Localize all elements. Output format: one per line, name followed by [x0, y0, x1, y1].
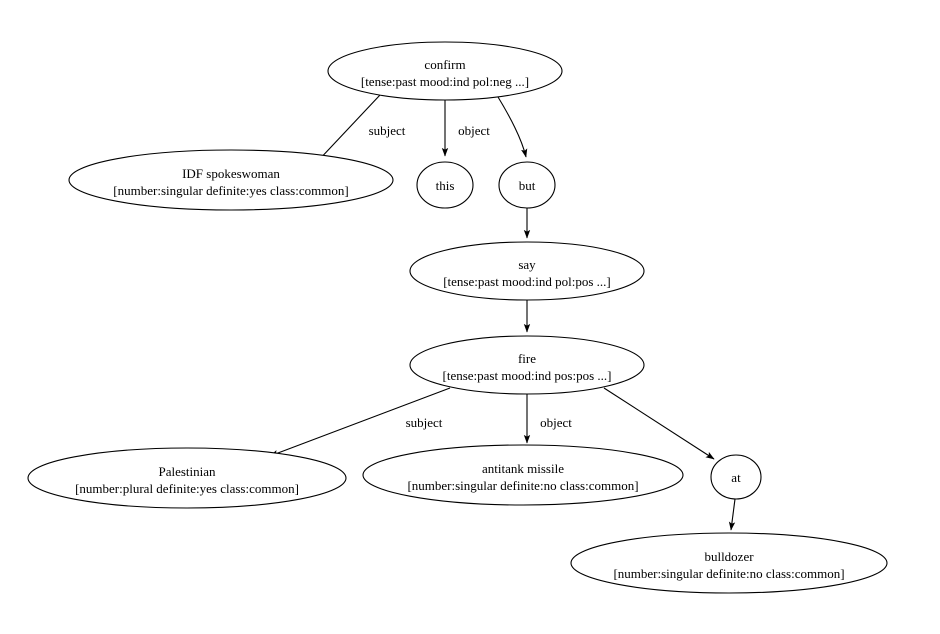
- graph-node-this[interactable]: this: [416, 161, 474, 209]
- graph-node-antitank_missile[interactable]: antitank missile [number:singular definit…: [362, 444, 684, 506]
- edge-label: object: [540, 415, 572, 430]
- node-label: but: [519, 178, 536, 193]
- node-features: [number:plural definite:yes class:common…: [75, 481, 299, 496]
- node-ellipse: [416, 161, 474, 209]
- node-ellipse: [498, 161, 556, 209]
- graph-edge: [315, 94, 381, 164]
- graph-node-confirm[interactable]: confirm [tense:past mood:ind pol:neg ...]: [327, 41, 563, 101]
- node-label: this: [436, 178, 455, 193]
- node-label: Palestinian: [158, 464, 216, 479]
- graph-node-say[interactable]: say [tense:past mood:ind pol:pos ...]: [409, 241, 645, 301]
- node-label: confirm: [424, 57, 465, 72]
- graph-edge: [728, 498, 736, 531]
- graph-edge: [497, 96, 528, 158]
- node-label: antitank missile: [482, 461, 564, 476]
- node-ellipse: [570, 532, 888, 594]
- node-label: fire: [518, 351, 536, 366]
- node-features: [number:singular definite:no class:commo…: [613, 566, 844, 581]
- node-ellipse: [362, 444, 684, 506]
- edges-layer: [269, 94, 736, 531]
- nodes-layer: confirm [tense:past mood:ind pol:neg ...]…: [27, 41, 888, 594]
- node-features: [tense:past mood:ind pos:pos ...]: [443, 368, 612, 383]
- node-ellipse: [710, 454, 762, 500]
- node-ellipse: [409, 335, 645, 395]
- graph-edge: [603, 387, 715, 460]
- node-label: IDF spokeswoman: [182, 166, 280, 181]
- graph-node-palestinian[interactable]: Palestinian [number:plural definite:yes c…: [27, 447, 347, 509]
- graph-node-at[interactable]: at: [710, 454, 762, 500]
- edge-label: object: [458, 123, 490, 138]
- node-label: at: [731, 470, 741, 485]
- edge-labels-layer: subject object subject object: [369, 123, 573, 430]
- node-features: [tense:past mood:ind pol:pos ...]: [443, 274, 611, 289]
- node-features: [tense:past mood:ind pol:neg ...]: [361, 74, 529, 89]
- node-ellipse: [27, 447, 347, 509]
- graph-node-idf_spokeswoman[interactable]: IDF spokeswoman [number:singular definite…: [68, 149, 394, 211]
- node-ellipse: [409, 241, 645, 301]
- edge-label: subject: [369, 123, 406, 138]
- node-ellipse: [327, 41, 563, 101]
- graph-node-fire[interactable]: fire [tense:past mood:ind pos:pos ...]: [409, 335, 645, 395]
- graph-node-bulldozer[interactable]: bulldozer [number:singular definite:no cl…: [570, 532, 888, 594]
- node-label: say: [518, 257, 536, 272]
- node-ellipse: [68, 149, 394, 211]
- graph-node-but[interactable]: but: [498, 161, 556, 209]
- edge-label: subject: [406, 415, 443, 430]
- node-features: [number:singular definite:yes class:comm…: [113, 183, 348, 198]
- node-label: bulldozer: [704, 549, 754, 564]
- graph-edge: [269, 387, 451, 457]
- node-features: [number:singular definite:no class:commo…: [407, 478, 638, 493]
